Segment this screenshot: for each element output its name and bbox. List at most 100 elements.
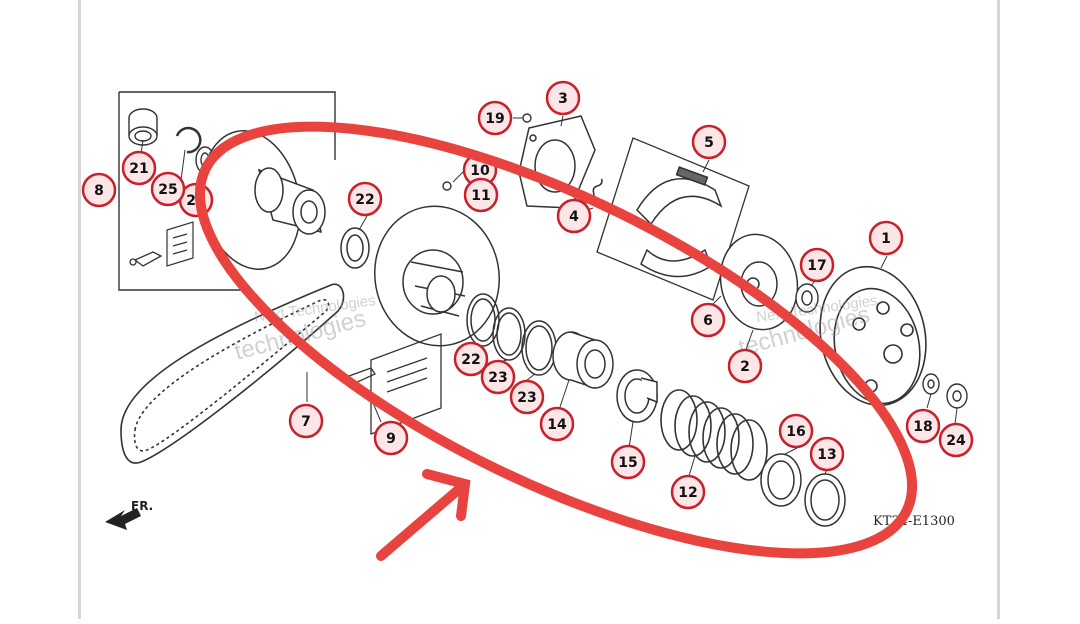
callout-number: 1 [881,231,891,247]
callout-circle [509,379,545,415]
left-margin [0,0,78,619]
callout-circle [938,422,974,458]
callout-circle [778,413,814,449]
right-border [997,0,1000,619]
callout-circle [727,348,763,384]
callout-number: 22 [461,352,480,368]
callout-number: 5 [704,135,714,151]
callout-number: 25 [158,182,177,198]
callout-circle [691,124,727,160]
callout-2: 2 [727,348,763,384]
callout-number: 6 [703,313,713,329]
nut-part [442,181,452,191]
washer-part [922,373,940,395]
callout-circle [690,302,726,338]
callout-circle [150,171,186,207]
callout-number: 18 [913,419,932,435]
callout-14: 14 [539,406,575,442]
callout-number: 21 [129,161,148,177]
callout-circle [347,181,383,217]
callout-number: 11 [471,188,490,204]
grease-pin-part [348,333,442,435]
driven-face-part [201,130,326,270]
needle-bearing-part [128,108,158,146]
callout-13: 13 [809,436,845,472]
movable-driven-face-part [373,205,501,347]
callout-circle [539,406,575,442]
callout-circle [799,247,835,283]
callout-number: 15 [618,455,637,471]
highlight-ellipse [194,121,918,559]
callout-circle [477,100,513,136]
lock-nut-part [795,283,819,313]
screw-part [522,113,532,123]
callout-circle [463,177,499,213]
spring-seat-part [760,453,802,507]
callout-6: 6 [690,302,726,338]
callout-circle [480,359,516,395]
seal-ring-part [340,227,370,269]
callout-number: 17 [807,258,826,274]
collar-part [552,331,614,390]
left-border [78,0,81,619]
retainer-ring-part [804,473,846,527]
front-label: FR. [131,499,153,513]
callout-circle [81,172,117,208]
callout-number: 3 [558,91,568,107]
callout-number: 13 [817,447,836,463]
callout-number: 2 [740,359,750,375]
callout-23a: 23 [480,359,516,395]
grease-packet-part [166,221,194,267]
circlip-part [175,126,202,154]
callout-21: 21 [121,150,157,186]
callout-number: 23 [517,390,536,406]
front-direction-indicator: FR. [105,499,153,530]
driven-spring-part [660,389,768,481]
clutch-nut-part [946,383,968,409]
callout-25: 25 [150,171,186,207]
callout-12: 12 [670,474,706,510]
callout-circle [556,198,592,234]
callout-number: 9 [386,431,396,447]
callout-circle [121,150,157,186]
parts-diagram: FR. KT34-E1300 Next Technologies technol… [81,0,997,619]
callout-22a: 22 [347,181,383,217]
callout-number: 4 [569,209,579,225]
grease-tube-part [129,251,163,267]
callout-layer: 1234567891011121314151617181920212222232… [81,80,974,510]
callout-number: 7 [301,414,311,430]
bearing-assembly-box [118,91,336,291]
callout-circle [868,220,904,256]
callout-7: 7 [288,403,324,439]
seal-collar-part [616,369,658,423]
callout-number: 23 [488,370,507,386]
callout-circle [373,420,409,456]
callout-11: 11 [463,177,499,213]
callout-number: 16 [786,424,805,440]
callout-circle [610,444,646,480]
callout-1: 1 [868,220,904,256]
clutch-shoe-box [596,137,750,301]
callout-number: 19 [485,111,504,127]
callout-circle [453,341,489,377]
callout-16: 16 [778,413,814,449]
callout-circle [545,80,581,116]
callout-circle [288,403,324,439]
diagram-code: KT34-E1300 [873,514,955,529]
callout-23b: 23 [509,379,545,415]
callout-4: 4 [556,198,592,234]
callout-circle [905,408,941,444]
highlight-arrow [376,469,471,561]
callout-number: 10 [470,163,490,179]
callout-15: 15 [610,444,646,480]
callout-circle [670,474,706,510]
callout-number: 24 [946,433,966,449]
right-margin [1000,0,1080,619]
callout-19: 19 [477,100,513,136]
drive-belt-part [120,283,345,464]
callout-9: 9 [373,420,409,456]
callout-18: 18 [905,408,941,444]
callout-number: 22 [355,192,374,208]
callout-number: 8 [94,183,104,199]
callout-24: 24 [938,422,974,458]
